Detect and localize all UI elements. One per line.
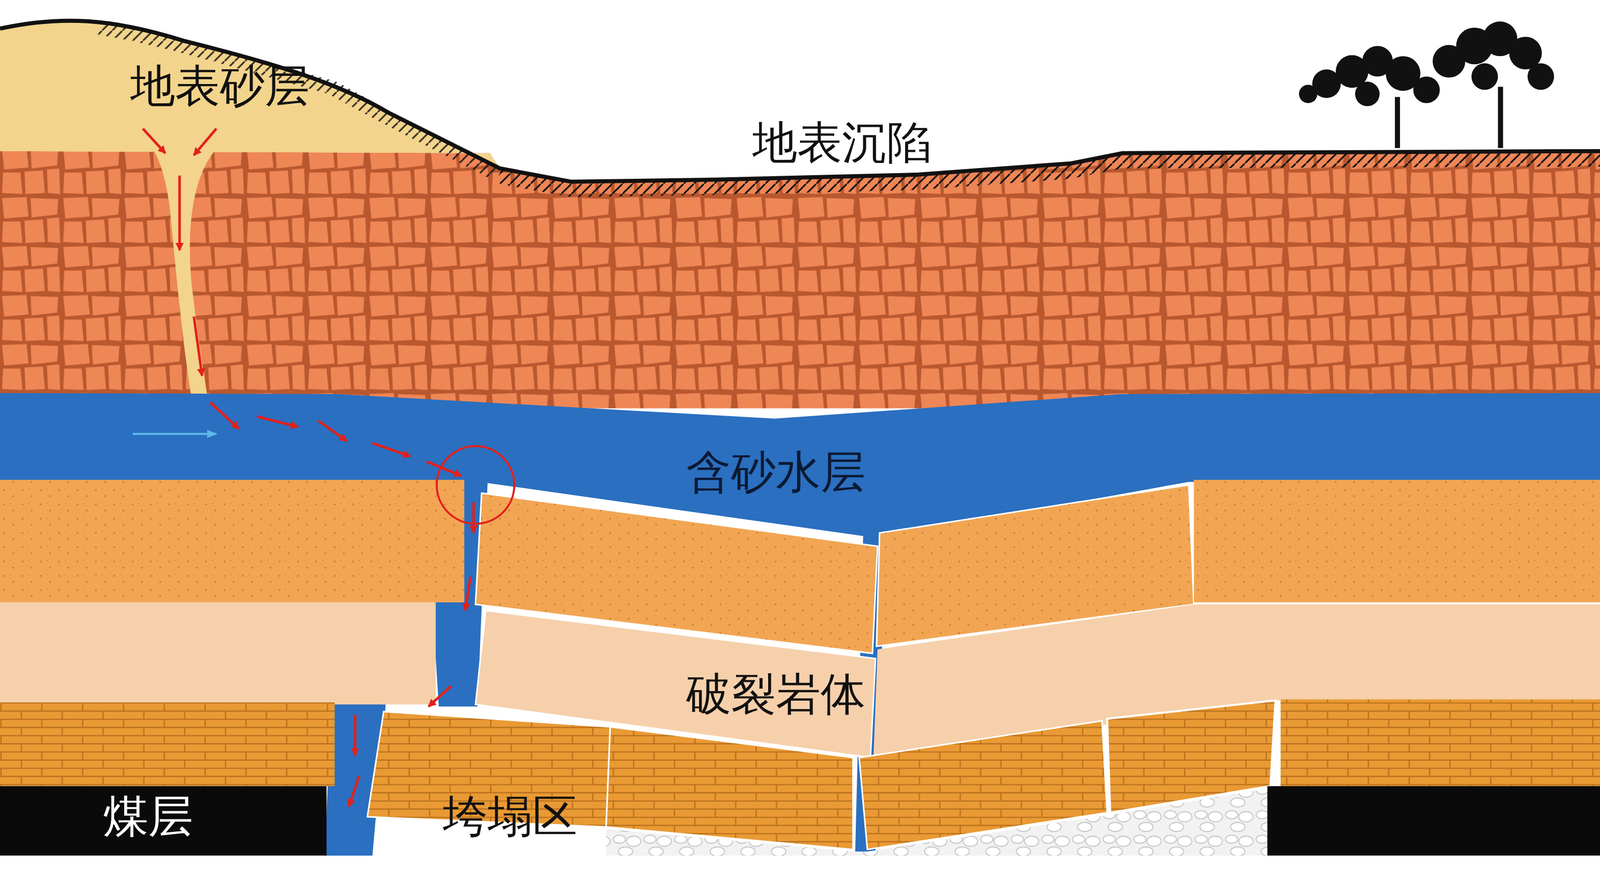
region-label: 破裂岩体 bbox=[686, 669, 866, 720]
region-label: 地表沉陷 bbox=[752, 118, 932, 168]
region-label: 垮塌区 bbox=[442, 792, 578, 842]
region-label: 煤层 bbox=[103, 792, 193, 842]
region-label: 地表砂层 bbox=[130, 62, 310, 112]
region-label: 含砂水层 bbox=[686, 447, 866, 498]
